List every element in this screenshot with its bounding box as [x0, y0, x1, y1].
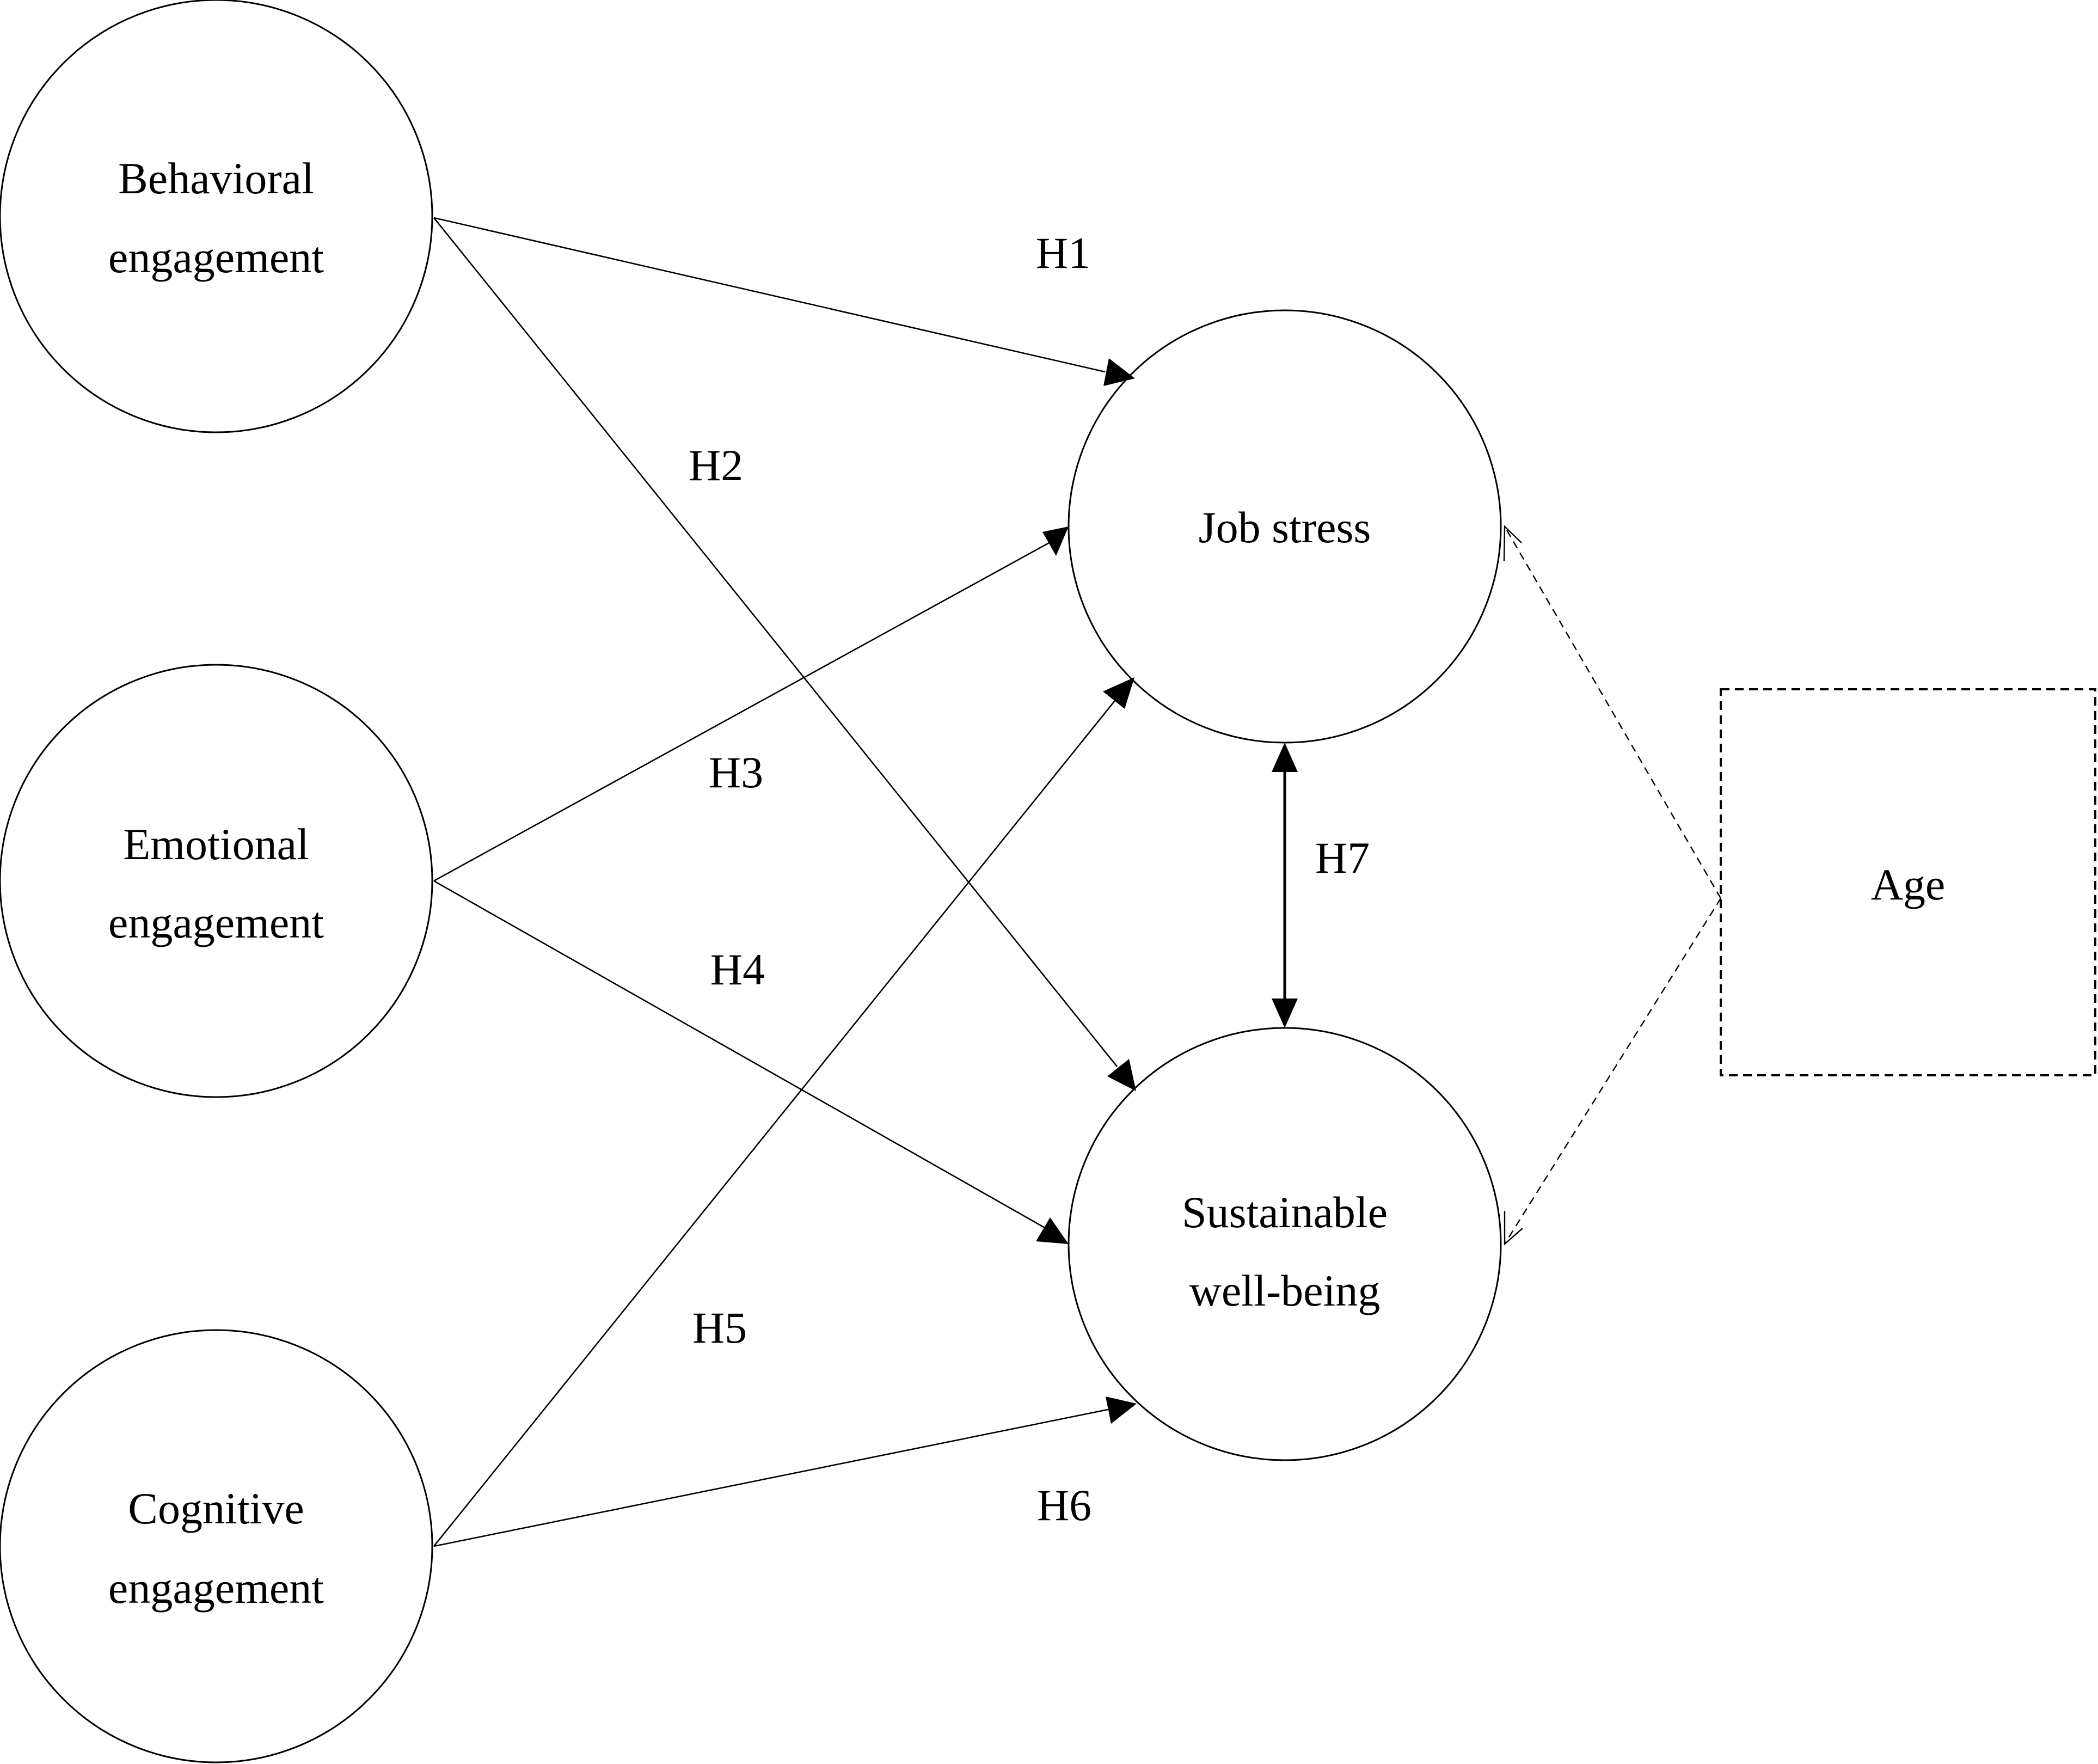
h1-label: H1	[1036, 228, 1090, 278]
h7-arrowhead-top	[1272, 743, 1298, 772]
h1-path	[433, 217, 1106, 373]
h5-arrowhead	[1103, 677, 1134, 709]
behavioral-engagement-label-line1: Behavioral	[118, 154, 314, 203]
h6-path	[433, 1408, 1108, 1547]
behavioral-engagement-node	[0, 0, 433, 433]
job-stress-label: Job stress	[1199, 503, 1371, 552]
emotional-engagement-label-line1: Emotional	[123, 819, 309, 869]
cognitive-engagement-label-line2: engagement	[108, 1563, 324, 1613]
cognitive-engagement-label-line1: Cognitive	[128, 1484, 304, 1533]
sustainable-wellbeing-label-line2: well-being	[1189, 1266, 1381, 1315]
age-to-wellbeing-arrowhead	[1504, 1211, 1523, 1246]
emotional-engagement-node	[0, 664, 433, 1098]
h5-path	[433, 700, 1116, 1547]
h3-path	[433, 541, 1051, 882]
h7-label: H7	[1315, 833, 1370, 883]
sustainable-wellbeing-node	[1068, 1027, 1502, 1461]
age-to-job-stress-path	[1504, 526, 1722, 899]
h4-arrowhead	[1036, 1217, 1069, 1244]
h2-label: H2	[689, 440, 743, 490]
emotional-engagement-label-line2: engagement	[108, 898, 324, 947]
h6-arrowhead	[1106, 1396, 1137, 1424]
h2-arrowhead	[1107, 1059, 1136, 1091]
age-label: Age	[1871, 860, 1946, 909]
h4-label: H4	[710, 945, 765, 994]
h5-label: H5	[692, 1303, 747, 1352]
h6-label: H6	[1037, 1480, 1091, 1530]
h3-label: H3	[709, 748, 763, 797]
h3-arrowhead	[1042, 526, 1069, 556]
sustainable-wellbeing-label-line1: Sustainable	[1182, 1187, 1388, 1237]
age-to-job-stress-arrowhead	[1503, 525, 1522, 561]
h4-path	[433, 880, 1050, 1232]
behavioral-engagement-label-line2: engagement	[108, 232, 324, 282]
age-to-wellbeing-path	[1504, 898, 1722, 1245]
h1-arrowhead	[1103, 358, 1135, 386]
age-moderator-box	[1720, 688, 2096, 1076]
h7-arrowhead-bottom	[1272, 999, 1298, 1028]
h2-path	[433, 217, 1118, 1067]
cognitive-engagement-node	[0, 1329, 433, 1763]
